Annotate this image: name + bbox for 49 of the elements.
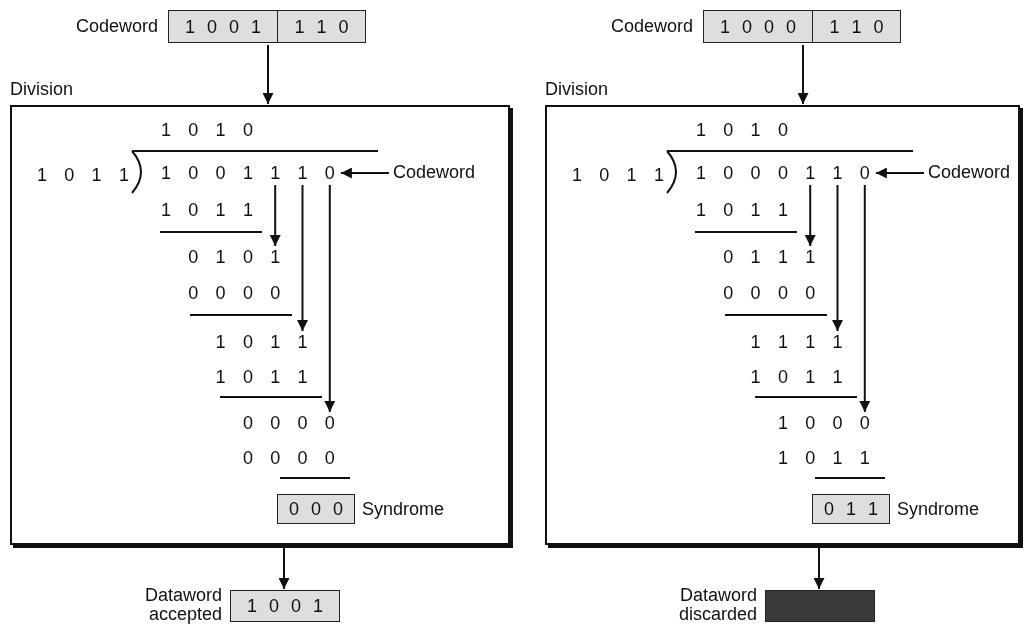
box-caption: Syndrome: [362, 498, 445, 521]
panel-title: Division: [10, 80, 74, 99]
arrow: [297, 184, 308, 332]
bit-string: 1 0 0 1: [245, 595, 324, 618]
bit-row: 1 0 1 1: [215, 367, 308, 387]
box-caption: Syndrome: [897, 498, 980, 521]
arrow: [859, 184, 871, 413]
arrow: [797, 44, 809, 105]
leader-arrow: [339, 167, 390, 179]
bit-row: 1 0 1 0: [696, 120, 788, 140]
bit-row: 1 0 1 0: [161, 120, 253, 140]
bit-row: 0 1 1 1: [723, 247, 816, 267]
leader-arrow: [874, 167, 925, 179]
bit-row: 0 1 0 1: [188, 247, 281, 267]
bit-string: 1 0 0 1: [169, 11, 278, 42]
box-caption: Dataword accepted: [143, 586, 222, 624]
bit-row: 1 0 1 1: [696, 200, 788, 220]
bit-row: 1 0 1 1: [572, 165, 664, 185]
box-caption: Codeword: [74, 15, 158, 38]
bit-string: 1 1 0: [293, 15, 350, 39]
box-caption: Dataword discarded: [677, 586, 757, 624]
bit-row: 1 0 0 0 1 1 0: [696, 163, 870, 183]
bit-row: 1 0 1 1: [37, 165, 129, 185]
bit-row: 1 0 1 1: [161, 200, 253, 220]
bit-row: 1 0 1 1: [750, 367, 843, 387]
box-caption: Codeword: [609, 15, 693, 38]
bit-row: 1 0 0 1 1 1 0: [161, 163, 335, 183]
arrow: [804, 184, 816, 247]
bit-row: 0 0 0 0: [723, 283, 816, 303]
arrow: [813, 546, 825, 590]
arrow: [278, 546, 290, 590]
bit-row: 1 1 1 1: [750, 332, 843, 352]
bit-row: 1 0 0 0: [777, 413, 870, 433]
arrow: [832, 184, 843, 332]
bit-row: 0 0 0 0: [242, 448, 335, 468]
bit-string: 1 1 0: [828, 15, 885, 39]
bit-string: 0 0 0: [287, 498, 344, 521]
arrow: [262, 44, 274, 105]
codeword-label: Codeword: [928, 163, 1011, 182]
bit-string: 0 1 1: [822, 498, 879, 521]
panel-title: Division: [545, 80, 609, 99]
bit-row: 0 0 0 0: [188, 283, 281, 303]
bit-row: 0 0 0 0: [242, 413, 335, 433]
bit-string: 1 0 0 0: [704, 11, 813, 42]
codeword-label: Codeword: [393, 163, 476, 182]
bit-row: 1 0 1 1: [215, 332, 308, 352]
arrow: [324, 184, 336, 413]
bit-row: 1 0 1 1: [777, 448, 870, 468]
arrow: [269, 184, 281, 247]
